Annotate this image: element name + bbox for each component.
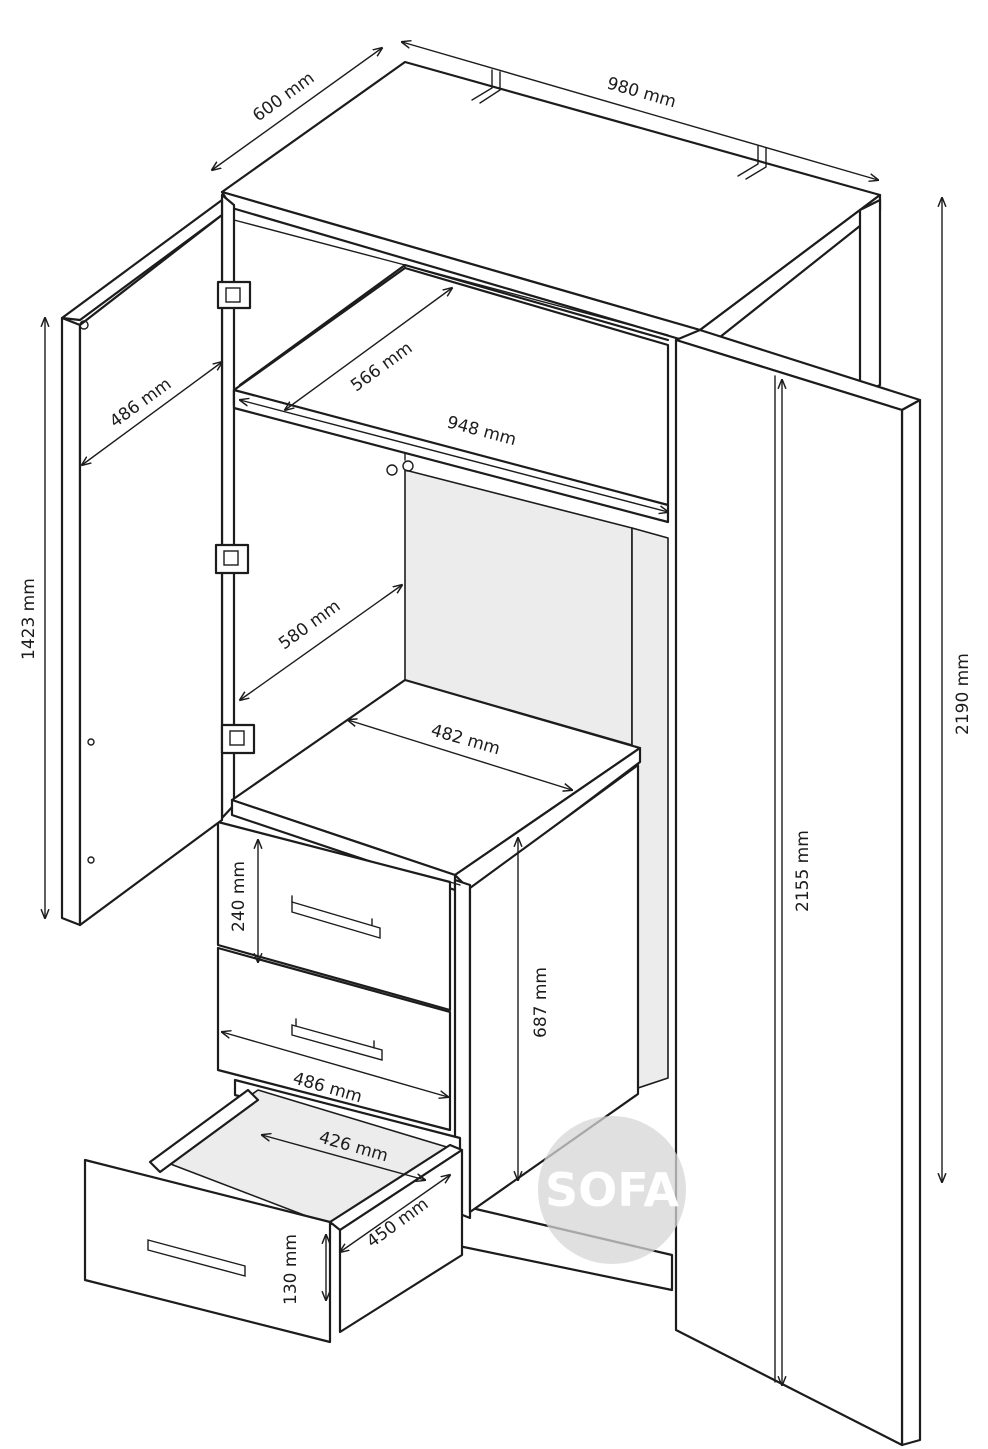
drawer-handle-1-icon [291, 895, 381, 939]
dim-980-line [402, 42, 878, 180]
label-130: 130 mm [281, 1234, 301, 1305]
label-600: 600 mm [249, 68, 318, 126]
dim-600-line [212, 48, 382, 170]
carcass-top [220, 60, 882, 347]
label-580: 580 mm [275, 596, 344, 654]
label-2155: 2155 mm [793, 830, 813, 912]
carcass-right-side [858, 198, 882, 397]
dim-566-line [285, 288, 452, 410]
door-right-closed [674, 328, 922, 1447]
label-240: 240 mm [229, 861, 249, 932]
label-687: 687 mm [531, 967, 551, 1038]
dim-486-drawer-line [222, 1032, 448, 1097]
hinge-bottom-icon [220, 723, 256, 755]
watermark-text: SOFA [545, 1163, 679, 1217]
hinge-top-icon [216, 280, 252, 310]
dim-948-line [240, 400, 668, 512]
label-1423: 1423 mm [19, 578, 39, 660]
drawer-front-1 [216, 820, 461, 1012]
dim-450-line [340, 1175, 450, 1252]
drawer-handle-3-icon [147, 1239, 246, 1277]
dim-482-line [348, 720, 572, 790]
door-left-open [60, 198, 224, 927]
dim-486-door-line [82, 362, 222, 465]
sofa-watermark-logo: SOFA [538, 1116, 686, 1264]
label-980: 980 mm [605, 74, 679, 113]
dim-426-line [262, 1135, 425, 1180]
dim-580-line [240, 585, 402, 700]
label-2190: 2190 mm [953, 653, 973, 735]
hinge-middle-icon [214, 543, 250, 575]
hanging-back-wall [404, 469, 669, 1091]
